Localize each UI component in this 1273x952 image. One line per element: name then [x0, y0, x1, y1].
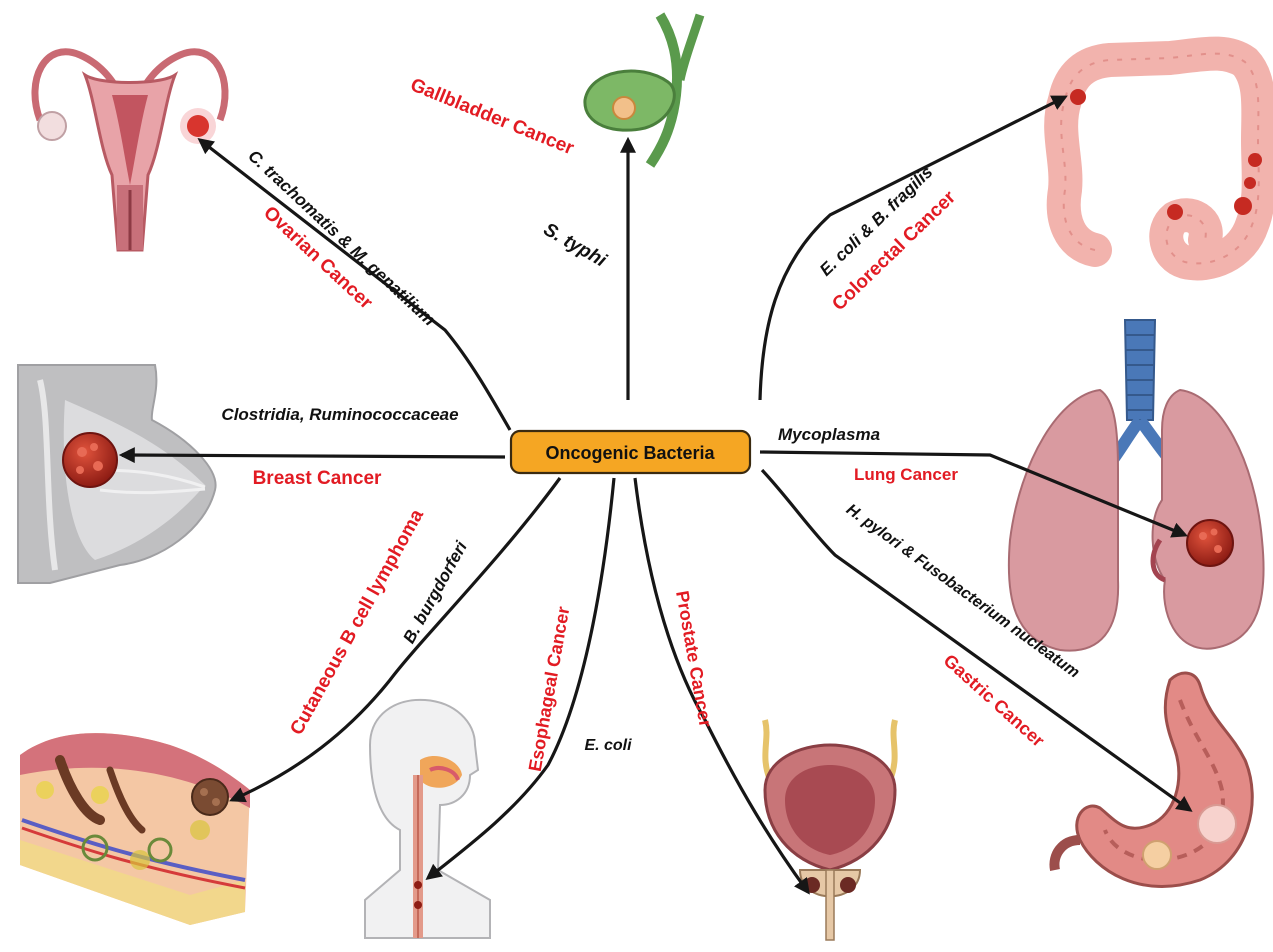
gallbladder-icon [585, 15, 700, 165]
esophageal-cancer-label: Esophageal Cancer [525, 605, 574, 773]
colon-icon [1061, 54, 1262, 264]
e-coli-label: E. coli [584, 737, 632, 754]
center-label: Oncogenic Bacteria [545, 443, 715, 463]
b-burgdorferi-label: B. burgdorferi [399, 537, 471, 646]
arrow-esophageal [428, 478, 614, 878]
stomach-icon [1054, 673, 1252, 886]
lung-cancer-label: Lung Cancer [854, 465, 958, 484]
breast-cancer-label: Breast Cancer [253, 468, 382, 489]
gallbladder-cancer-label: Gallbladder Cancer [407, 75, 577, 160]
gastric-cancer-label: Gastric Cancer [940, 650, 1049, 751]
prostate-cancer-label: Prostate Cancer [672, 589, 716, 728]
arrow-lung [760, 452, 1185, 535]
labels: Gallbladder Cancer S. typhi E. coli & B.… [221, 75, 1082, 773]
lungs-icon [1009, 320, 1264, 651]
breast-icon [18, 365, 216, 583]
arrow-breast [122, 455, 505, 457]
bladder-prostate-icon [765, 720, 895, 940]
s-typhi-label: S. typhi [540, 219, 611, 272]
breast-bacteria-label: Clostridia, Ruminococcaceae [221, 405, 458, 424]
ovarian-bacteria-label: C. trachomatis & M. genatilium [244, 146, 439, 329]
head-esophagus-icon [365, 700, 490, 938]
arrow-colorectal [760, 97, 1065, 400]
center-node: Oncogenic Bacteria [511, 431, 750, 473]
mycoplasma-label: Mycoplasma [778, 425, 880, 444]
skin-icon [20, 733, 250, 925]
uterus-ovaries-icon [35, 52, 225, 250]
